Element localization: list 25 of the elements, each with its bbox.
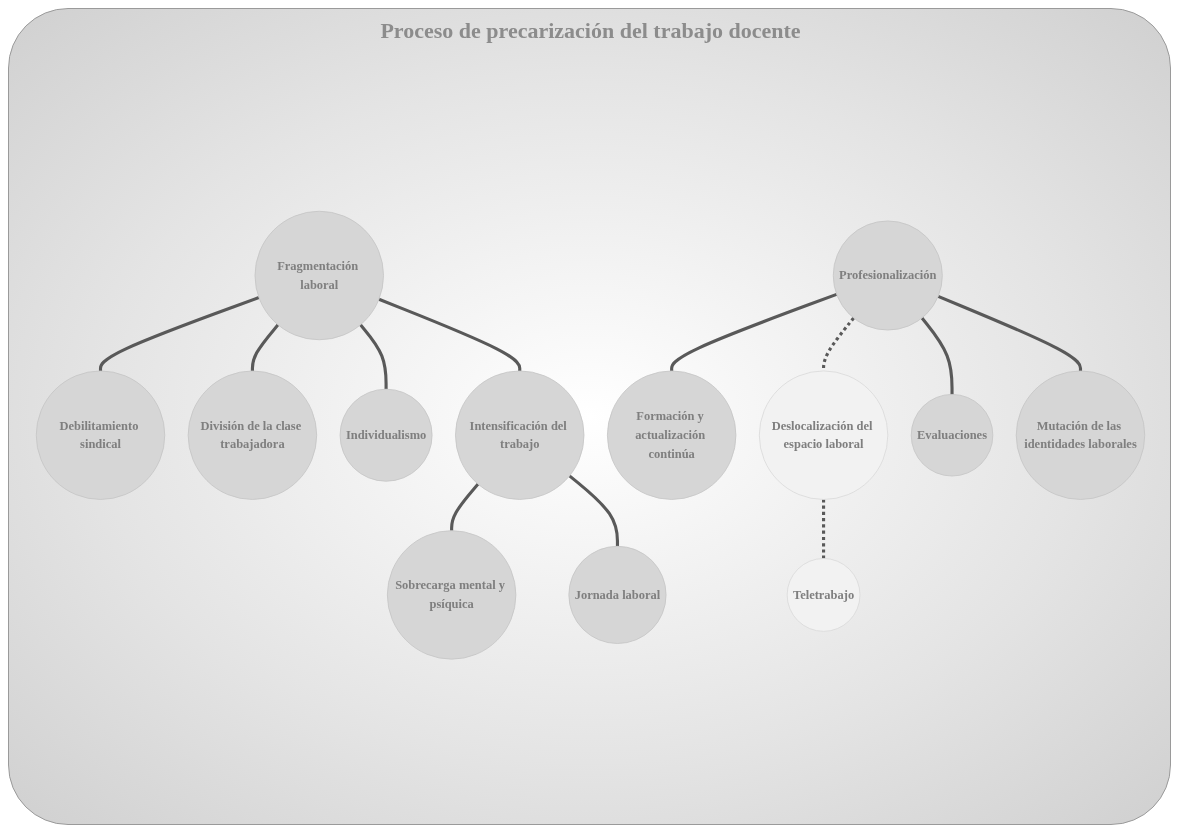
node-circle: Debilitamiento sindical [35,370,166,500]
connector [937,294,1083,371]
connector [822,499,826,559]
node-circle: Mutación de las identidades laborales [1015,370,1146,500]
node-circle: Evaluaciones [910,393,994,477]
node-circle: Intensificación del trabajo [455,370,585,500]
connector [670,292,838,371]
node-circle: Deslocalización del espacio laboral [758,370,889,500]
node-circle: Individualismo [339,388,433,482]
node-circle: Formación y actualización continúa [607,370,737,500]
connector [359,323,388,389]
node-circle: Sobrecarga mental y psíquica [386,530,517,660]
connector [378,297,522,371]
connector [450,482,480,531]
node-circle: Fragmentación laboral [254,210,384,340]
connector [250,323,280,371]
diagram-title: Proceso de precarización del trabajo docente [379,18,802,44]
node-circle: Jornada laboral [568,545,667,644]
connector [98,295,260,371]
node-circle: División de la clase trabajadora [187,370,318,500]
node-circle: Teletrabajo [786,557,861,632]
connector [568,474,619,547]
connector [822,316,855,371]
connector [920,316,954,395]
node-circle: Profesionalización [832,220,943,331]
